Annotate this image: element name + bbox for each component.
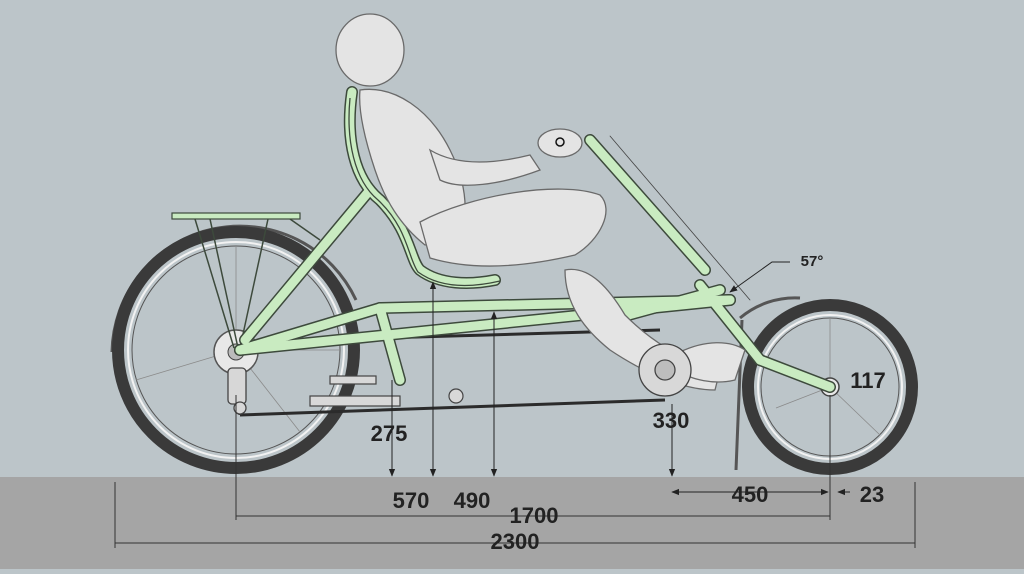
dim-trail: 23: [860, 482, 884, 507]
ground: [0, 477, 1024, 569]
kickstand: [309, 375, 401, 407]
dim-front-wheel-radius: 117: [850, 368, 886, 393]
dim-seat-height: 570: [393, 488, 430, 513]
dimension-lines: [114, 261, 916, 548]
dim-head-angle: 57°: [801, 253, 824, 270]
dim-rear-axle-height: 275: [371, 421, 408, 446]
rider-thigh: [419, 188, 607, 267]
rider-head: [335, 13, 405, 87]
dim-bottom-bracket-height: 330: [653, 408, 690, 433]
rear-derailleur: [227, 367, 247, 415]
idler-pulley: [448, 388, 464, 404]
rider-arm: [428, 148, 541, 186]
seat: [348, 97, 501, 287]
dim-front-offset: 450: [732, 482, 769, 507]
dim-overall-length: 2300: [491, 529, 540, 554]
chainring: [638, 343, 692, 397]
dim-seat-front-height: 490: [454, 488, 491, 513]
dim-wheelbase: 1700: [510, 503, 559, 528]
rear-rack: [171, 212, 321, 349]
rider-figure: [335, 13, 746, 391]
bike-frame: [234, 86, 836, 393]
